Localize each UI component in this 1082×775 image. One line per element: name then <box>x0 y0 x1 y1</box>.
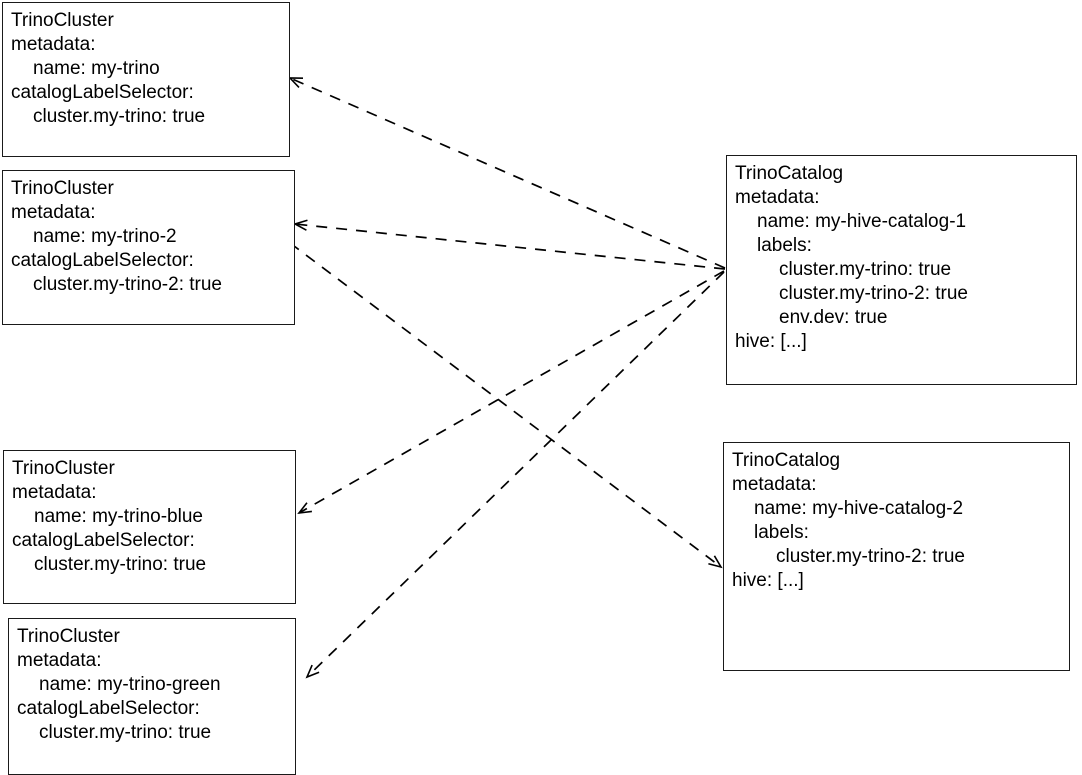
node-field-line: name: my-trino-2 <box>33 226 177 247</box>
node-field-line: cluster.my-trino: true <box>33 106 206 127</box>
node-kind-label: TrinoCluster <box>17 626 120 647</box>
node-body: TrinoCatalog metadata: name: my-hive-catal… <box>727 156 1076 354</box>
node-kind-label: TrinoCatalog <box>732 450 841 471</box>
edge-catalog1-to-my-trino-blue <box>297 270 725 515</box>
node-kind-label: TrinoCatalog <box>735 163 844 184</box>
node-field-line: labels: <box>757 235 812 256</box>
edge-catalog1-to-my-trino-2 <box>292 219 726 270</box>
node-kind-label: TrinoCluster <box>11 178 114 199</box>
node-field-line: metadata: <box>12 482 97 503</box>
node-cluster-my-trino-green[interactable]: TrinoCluster metadata: name: my-trino-gree… <box>8 618 296 775</box>
node-cluster-my-trino-blue[interactable]: TrinoCluster metadata: name: my-trino-blue… <box>3 450 296 604</box>
node-field-line: name: my-trino-blue <box>34 506 203 527</box>
edge-paths <box>288 77 726 679</box>
node-field-line: cluster.my-trino: true <box>39 722 212 743</box>
node-field-line: labels: <box>754 522 809 543</box>
node-cluster-my-trino-2[interactable]: TrinoCluster metadata: name: my-trino-2 cat… <box>2 170 295 325</box>
edge-catalog1-to-my-trino-green <box>305 271 725 679</box>
node-field-line: env.dev: true <box>779 307 888 328</box>
node-field-line: cluster.my-trino-2: true <box>779 283 968 304</box>
edge-catalog1-to-my-trino <box>288 77 726 269</box>
node-field-line: metadata: <box>735 187 820 208</box>
node-body: TrinoCatalog metadata: name: my-hive-catal… <box>724 443 1069 593</box>
node-field-line: catalogLabelSelector: <box>11 250 194 271</box>
node-field-line: cluster.my-trino-2: true <box>33 274 222 295</box>
node-field-line: catalogLabelSelector: <box>11 82 194 103</box>
node-body: TrinoCluster metadata: name: my-trino-2 cat… <box>3 171 294 297</box>
node-field-line: catalogLabelSelector: <box>17 698 200 719</box>
node-body: TrinoCluster metadata: name: my-trino-blue… <box>4 451 295 577</box>
node-kind-label: TrinoCluster <box>11 10 114 31</box>
node-field-line: name: my-hive-catalog-1 <box>757 211 967 232</box>
node-field-line: catalogLabelSelector: <box>12 530 195 551</box>
node-field-line: hive: [...] <box>735 331 807 352</box>
node-field-line: metadata: <box>11 34 96 55</box>
node-field-line: metadata: <box>732 474 817 495</box>
node-cluster-my-trino[interactable]: TrinoCluster metadata: name: my-trino catal… <box>2 2 290 157</box>
node-catalog-my-hive-catalog-2[interactable]: TrinoCatalog metadata: name: my-hive-catal… <box>723 442 1070 671</box>
node-field-line: hive: [...] <box>732 570 804 591</box>
node-field-line: cluster.my-trino-2: true <box>776 546 965 567</box>
node-kind-label: TrinoCluster <box>12 458 115 479</box>
node-field-line: name: my-trino-green <box>39 674 221 695</box>
node-body: TrinoCluster metadata: name: my-trino-gree… <box>9 619 295 745</box>
node-field-line: metadata: <box>11 202 96 223</box>
node-field-line: cluster.my-trino: true <box>779 259 952 280</box>
node-field-line: metadata: <box>17 650 102 671</box>
node-field-line: name: my-trino <box>33 58 160 79</box>
node-field-line: name: my-hive-catalog-2 <box>754 498 964 519</box>
node-body: TrinoCluster metadata: name: my-trino catal… <box>3 3 289 129</box>
node-field-line: cluster.my-trino: true <box>34 554 207 575</box>
edge-my-trino-2-to-catalog2 <box>289 242 723 569</box>
node-catalog-my-hive-catalog-1[interactable]: TrinoCatalog metadata: name: my-hive-catal… <box>726 155 1077 385</box>
